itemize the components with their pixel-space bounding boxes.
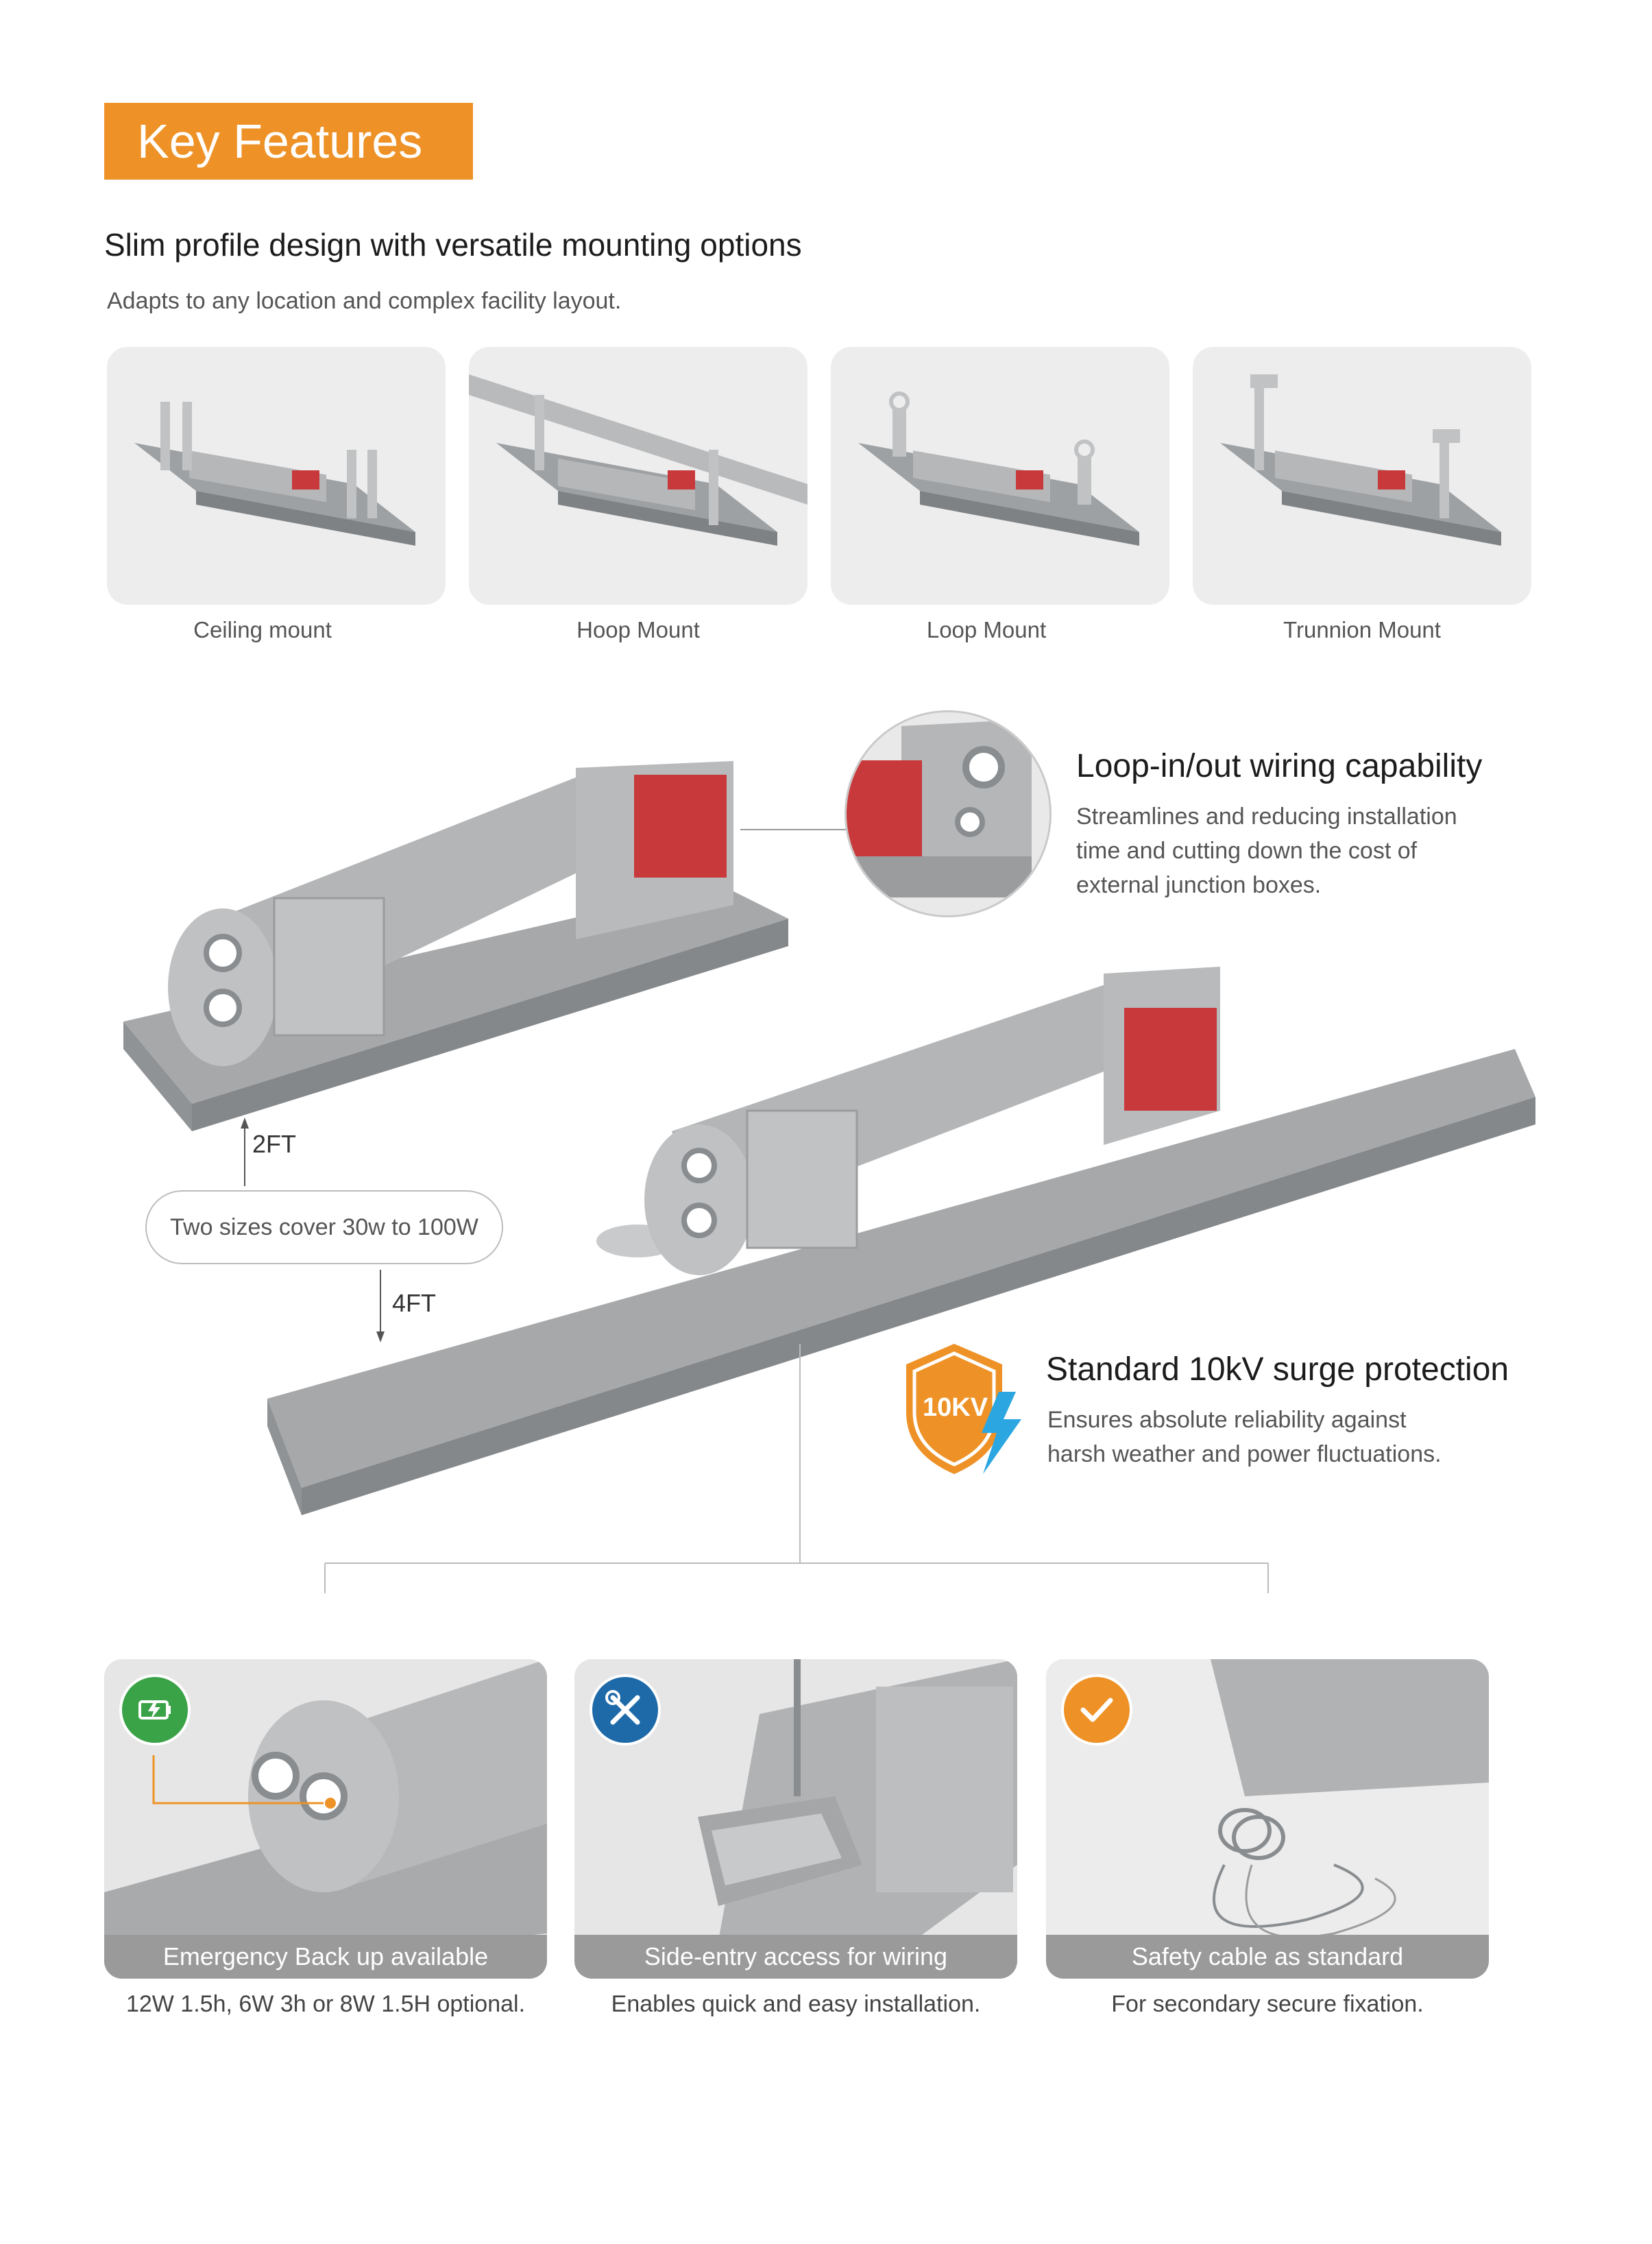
emergency-backup-caption: 12W 1.5h, 6W 3h or 8W 1.5H optional. <box>125 1991 526 2017</box>
trunnion-mount-image <box>1220 374 1501 546</box>
wiring-zoom-circle <box>845 710 1052 917</box>
side-entry-card: Side-entry access for wiring <box>574 1659 1017 1979</box>
tools-icon <box>590 1674 661 1746</box>
safety-cable-caption: For secondary secure fixation. <box>1111 1991 1424 2017</box>
check-icon <box>1061 1674 1132 1746</box>
surge-body: Ensures absolute reliability against har… <box>1047 1403 1442 1471</box>
caption-hoop-mount: Hoop Mount <box>576 617 700 642</box>
emergency-backup-image <box>104 1659 547 1979</box>
battery-icon <box>119 1674 191 1746</box>
wiring-zoom-image <box>847 712 1049 915</box>
safety-cable-card: Safety cable as standard <box>1046 1659 1489 1979</box>
ceiling-mount-card <box>107 347 446 605</box>
key-features-badge: Key Features <box>104 103 473 180</box>
ceiling-mount-image <box>134 402 415 546</box>
luminaire-2ft <box>123 761 788 1131</box>
safety-cable-bar: Safety cable as standard <box>1046 1935 1489 1979</box>
caption-ceiling-mount: Ceiling mount <box>193 617 332 642</box>
surge-shield-icon: 10KV <box>899 1344 1036 1481</box>
surge-body-line: Ensures absolute reliability against <box>1047 1407 1407 1433</box>
emergency-backup-card: Emergency Back up available <box>104 1659 547 1979</box>
hoop-mount-card <box>469 347 807 605</box>
wiring-body: Streamlines and reducing installation ti… <box>1076 799 1457 902</box>
surge-badge-text: 10KV <box>923 1393 988 1422</box>
wiring-title: Loop-in/out wiring capability <box>1076 748 1483 784</box>
surge-body-line: harsh weather and power fluctuations. <box>1047 1441 1442 1467</box>
side-entry-caption: Enables quick and easy installation. <box>611 1991 981 2017</box>
hoop-mount-image <box>469 374 807 546</box>
wiring-body-line: external junction boxes. <box>1076 872 1322 898</box>
caption-loop-mount: Loop Mount <box>926 617 1047 642</box>
product-illustration <box>123 761 1535 1556</box>
size-4ft-label: 4FT <box>392 1289 437 1317</box>
side-entry-bar: Side-entry access for wiring <box>574 1935 1017 1979</box>
wiring-body-line: Streamlines and reducing installation <box>1076 804 1457 830</box>
surge-title: Standard 10kV surge protection <box>1046 1351 1509 1388</box>
trunnion-mount-card <box>1193 347 1531 605</box>
mounting-subtitle: Adapts to any location and complex facil… <box>107 288 622 314</box>
emergency-backup-bar: Emergency Back up available <box>104 1935 547 1979</box>
size-2ft-label: 2FT <box>252 1130 297 1158</box>
wiring-body-line: time and cutting down the cost of <box>1076 838 1418 864</box>
luminaire-4ft <box>267 967 1535 1515</box>
caption-trunnion-mount: Trunnion Mount <box>1283 617 1441 642</box>
loop-mount-card <box>831 347 1169 605</box>
tree-connector <box>324 1552 1269 1593</box>
side-entry-image <box>698 1659 1017 1979</box>
sizes-pill: Two sizes cover 30w to 100W <box>145 1190 503 1264</box>
mounting-title: Slim profile design with versatile mount… <box>104 227 802 263</box>
loop-mount-image <box>858 391 1139 546</box>
